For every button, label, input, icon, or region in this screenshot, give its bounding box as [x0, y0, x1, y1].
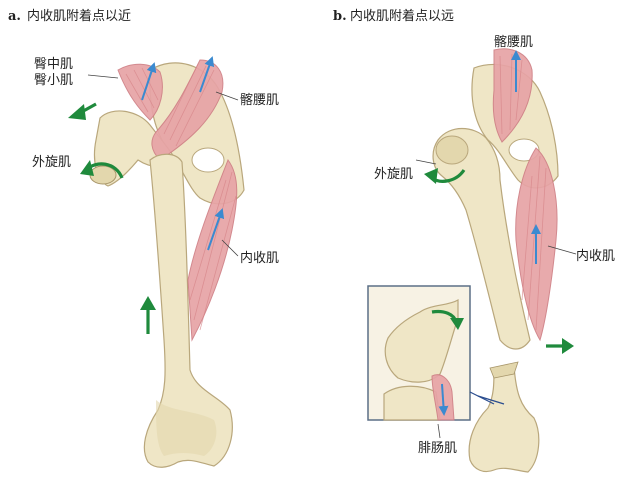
distal-femur-b — [468, 365, 540, 473]
panel-a-letter: a. — [8, 9, 21, 24]
panel-a: a. 内收肌附着点以近 — [8, 8, 279, 468]
gluteus-muscle-a — [117, 63, 163, 121]
panel-a-title: 内收肌附着点以近 — [27, 8, 131, 24]
femur-shaft-a — [143, 153, 233, 468]
muscle-pull-arrow-iliopsoas-a — [199, 56, 215, 93]
panel-b-title: 内收肌附着点以远 — [350, 8, 454, 24]
fracture-surface-a — [89, 165, 117, 185]
inset-distal-femur — [384, 298, 459, 383]
displacement-arrow-medial-b — [546, 338, 574, 354]
label-iliopsoas-b: 髂腰肌 — [494, 34, 533, 50]
label-adductors-a: 内收肌 — [240, 250, 279, 266]
muscle-pull-arrow-gastrocnemius-b — [438, 383, 449, 416]
label-gluteus-medius-a: 臀中肌 — [34, 57, 73, 72]
displacement-arrow-abduction-a — [68, 102, 97, 120]
rotation-arrow-inset — [431, 309, 464, 330]
muscle-pull-arrow-gluteus-a — [141, 62, 157, 101]
panel-b-letter: b. — [333, 9, 347, 24]
label-external-rotators-b: 外旋肌 — [374, 167, 413, 182]
rotation-arrow-a — [80, 160, 124, 179]
inset-tibia — [383, 385, 441, 421]
rotation-arrow-b — [424, 168, 466, 184]
proximal-femur-fragment-b — [432, 127, 531, 350]
label-external-rotators-a: 外旋肌 — [32, 155, 71, 170]
label-adductors-b: 内收肌 — [576, 248, 615, 264]
displacement-arrow-shortening-a — [140, 296, 156, 334]
muscle-pull-arrow-adductor-a — [207, 208, 225, 251]
knee-inset — [367, 285, 471, 421]
label-gastrocnemius-b: 腓肠肌 — [418, 440, 457, 456]
label-iliopsoas-a: 髂腰肌 — [240, 92, 279, 108]
label-gluteus-minimus-a: 臀小肌 — [34, 73, 73, 88]
panel-b: b. 内收肌附着点以远 — [333, 8, 615, 473]
